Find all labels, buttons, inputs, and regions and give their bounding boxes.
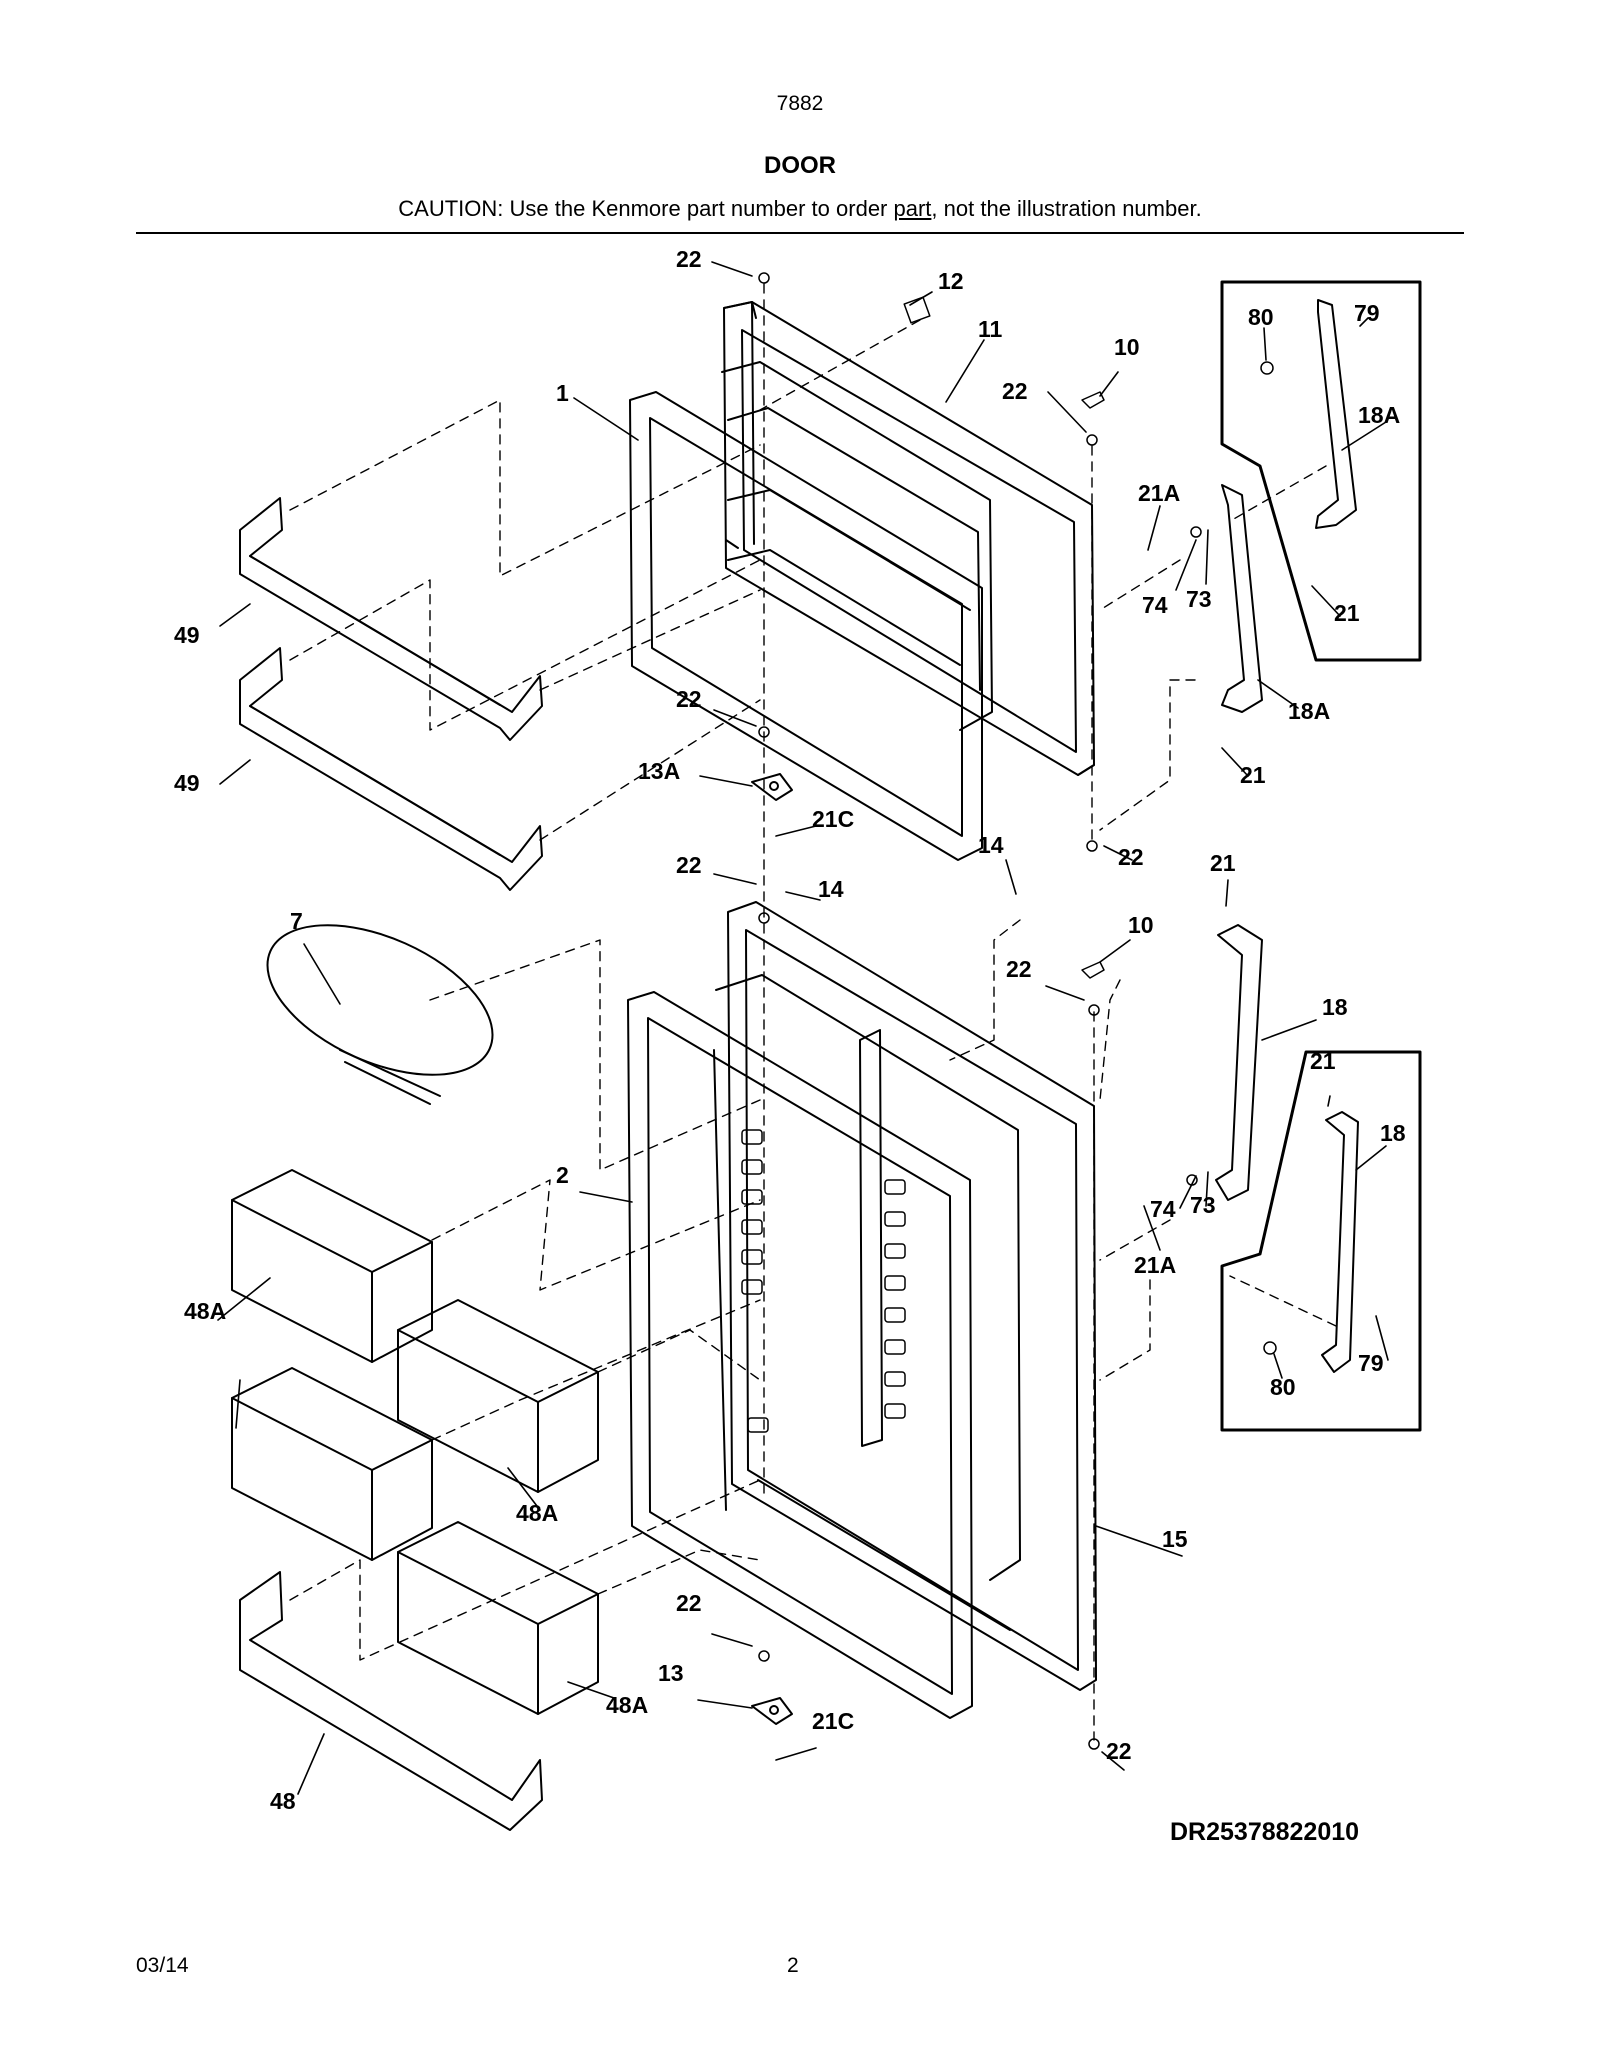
- callout-49: 49: [174, 622, 200, 648]
- dairy-compartment: [266, 924, 494, 1105]
- door-bin-2: [397, 1299, 599, 1493]
- callout-80: 80: [1270, 1374, 1296, 1400]
- callout-leader-lines: [217, 261, 1389, 1795]
- callout-22: 22: [676, 246, 702, 272]
- callout-21: 21: [1334, 600, 1360, 626]
- callout-21A: 21A: [1134, 1252, 1177, 1278]
- door-bin-1: [231, 1169, 433, 1363]
- fresh-food-door-gasket: [627, 991, 973, 1719]
- callout-18: 18: [1380, 1120, 1406, 1146]
- hinge-13: [751, 1697, 793, 1725]
- callout-15: 15: [1162, 1526, 1188, 1552]
- fresh-food-door-panel: [713, 901, 1097, 1691]
- callout-2: 2: [556, 1162, 569, 1188]
- callout-10: 10: [1128, 912, 1154, 938]
- callout-22: 22: [1118, 844, 1144, 870]
- inset-box-lower: [1220, 1050, 1422, 1432]
- callout-1: 1: [556, 380, 569, 406]
- callout-73: 73: [1190, 1192, 1216, 1218]
- screws: [758, 272, 1277, 1750]
- inset-box-upper: [1220, 280, 1422, 662]
- drawing-number: DR25378822010: [1170, 1818, 1360, 1846]
- callout-21: 21: [1240, 762, 1266, 788]
- callout-13A: 13A: [638, 758, 681, 784]
- callout-48A: 48A: [184, 1298, 227, 1324]
- door-bin-3: [231, 1367, 433, 1561]
- callout-21A: 21A: [1138, 480, 1181, 506]
- callout-21: 21: [1210, 850, 1236, 876]
- callout-22: 22: [676, 686, 702, 712]
- callout-21C: 21C: [812, 1708, 855, 1734]
- callout-48A: 48A: [606, 1692, 649, 1718]
- door-shelf-lower: [239, 647, 543, 891]
- footer-date: 03/14: [136, 1954, 189, 1977]
- page-title: DOOR: [764, 152, 836, 179]
- caution-underlined-word: part: [893, 196, 932, 221]
- callout-79: 79: [1354, 300, 1380, 326]
- freezer-handle: [1221, 484, 1263, 713]
- callout-21C: 21C: [812, 806, 855, 832]
- callout-48: 48: [270, 1788, 296, 1814]
- model-number: 7882: [776, 92, 824, 115]
- door-shelf-upper: [239, 497, 543, 741]
- callout-22: 22: [1002, 378, 1028, 404]
- caution-text-end: , not the illustration number.: [931, 196, 1202, 221]
- callout-48A: 48A: [516, 1500, 559, 1526]
- door-shelf-large: [239, 1571, 543, 1831]
- assembly-guide-lines: [289, 283, 1337, 1741]
- callout-22: 22: [676, 1590, 702, 1616]
- alt-handle-lower: [1321, 1111, 1359, 1373]
- callout-22: 22: [1006, 956, 1032, 982]
- callout-79: 79: [1358, 1350, 1384, 1376]
- callout-18A: 18A: [1358, 402, 1401, 428]
- callout-14: 14: [978, 832, 1004, 858]
- page-number: 2: [787, 1954, 799, 1977]
- caution-note: CAUTION: Use the Kenmore part number to …: [0, 196, 1600, 222]
- callout-22: 22: [1106, 1738, 1132, 1764]
- callout-7: 7: [290, 908, 303, 934]
- header-rule: [136, 232, 1464, 234]
- alt-handle-upper: [1315, 299, 1357, 529]
- callout-74: 74: [1150, 1196, 1176, 1222]
- freezer-door-panel: [721, 301, 1095, 776]
- callout-80: 80: [1248, 304, 1274, 330]
- callout-18A: 18A: [1288, 698, 1331, 724]
- hinge-13A: [751, 773, 793, 801]
- callout-49: 49: [174, 770, 200, 796]
- freezer-door-gasket: [629, 391, 983, 861]
- callout-14: 14: [818, 876, 844, 902]
- callout-22: 22: [676, 852, 702, 878]
- callout-11: 11: [978, 316, 1003, 342]
- callout-21: 21: [1310, 1048, 1336, 1074]
- caution-text-start: CAUTION: Use the Kenmore part number to …: [398, 196, 894, 221]
- callout-18: 18: [1322, 994, 1348, 1020]
- callout-74: 74: [1142, 592, 1168, 618]
- callout-12: 12: [938, 268, 964, 294]
- door-bin-4: [397, 1521, 599, 1715]
- callout-73: 73: [1186, 586, 1212, 612]
- fresh-food-handle: [1215, 924, 1263, 1201]
- callout-13: 13: [658, 1660, 684, 1686]
- callout-10: 10: [1114, 334, 1140, 360]
